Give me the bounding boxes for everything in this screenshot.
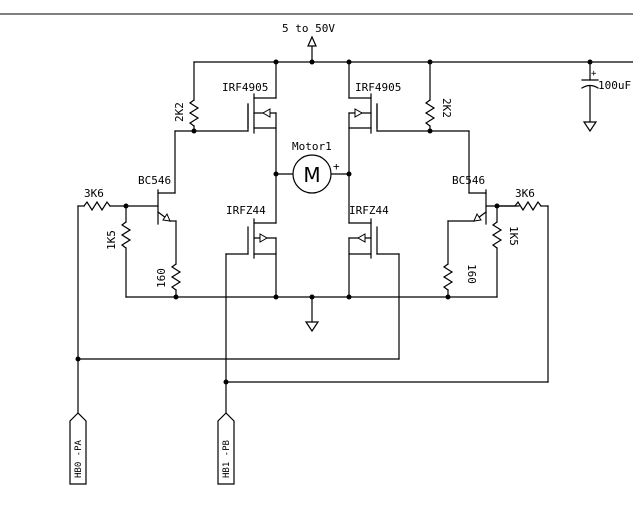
motor-label: Motor1 — [292, 140, 332, 153]
nmos-irfz44-left: IRFZ44 — [225, 173, 277, 298]
motor-symbol-icon: M — [303, 163, 320, 187]
bjt-right-label: BC546 — [452, 174, 485, 187]
motor: M + Motor1 — [273, 140, 352, 194]
resistor-160-left: 160 — [155, 263, 182, 298]
input-wiring — [75, 205, 549, 414]
r-emitter-left-label: 160 — [155, 268, 168, 288]
r-be-right-label: 1K5 — [507, 226, 520, 246]
supply-rail: 5 to 50V — [193, 22, 633, 65]
resistor-1k5-right: 1K5 — [491, 205, 520, 298]
capacitor-label: 100uF — [598, 79, 631, 92]
resistor-3k6-left: 3K6 — [77, 187, 127, 212]
svg-text:+: + — [591, 69, 597, 79]
port-b-label: HB1 -PB — [222, 440, 232, 478]
r-be-left-label: 1K5 — [105, 230, 118, 250]
r-pullup-right-label: 2K2 — [440, 98, 453, 118]
bjt-bc546-left: BC546 — [123, 130, 177, 265]
nmos-irfz44-right: IRFZ44 — [348, 173, 400, 298]
resistor-3k6-right: 3K6 — [496, 187, 549, 212]
ground-bus — [125, 294, 498, 333]
r-pullup-left-label: 2K2 — [173, 102, 186, 122]
cap-ground-icon — [582, 121, 598, 133]
r-base-left-label: 3K6 — [84, 187, 104, 200]
port-hb1-pb: HB1 -PB — [217, 412, 235, 485]
nmos-left-label: IRFZ44 — [226, 204, 266, 217]
supply-arrow-icon — [307, 35, 317, 47]
resistor-2k2-right: 2K2 — [424, 61, 453, 132]
supply-label: 5 to 50V — [282, 22, 335, 35]
pmos-irf4905-left: IRF4905 — [222, 61, 277, 175]
port-hb0-pa: HB0 -PA — [69, 412, 87, 485]
nmos-right-label: IRFZ44 — [349, 204, 389, 217]
r-base-right-label: 3K6 — [515, 187, 535, 200]
capacitor-100uf: + 100uF — [581, 61, 631, 133]
pmos-left-label: IRF4905 — [222, 81, 268, 94]
pmos-irf4905-right: IRF4905 — [348, 61, 401, 175]
bjt-left-label: BC546 — [138, 174, 171, 187]
resistor-1k5-left: 1K5 — [105, 205, 132, 298]
resistor-2k2-left: 2K2 — [173, 61, 200, 132]
resistor-160-right: 160 — [442, 263, 478, 298]
r-emitter-right-label: 160 — [465, 264, 478, 284]
pmos-right-label: IRF4905 — [355, 81, 401, 94]
port-a-label: HB0 -PA — [74, 439, 84, 478]
ground-icon — [304, 321, 320, 333]
motor-plus-sign: + — [333, 160, 340, 173]
